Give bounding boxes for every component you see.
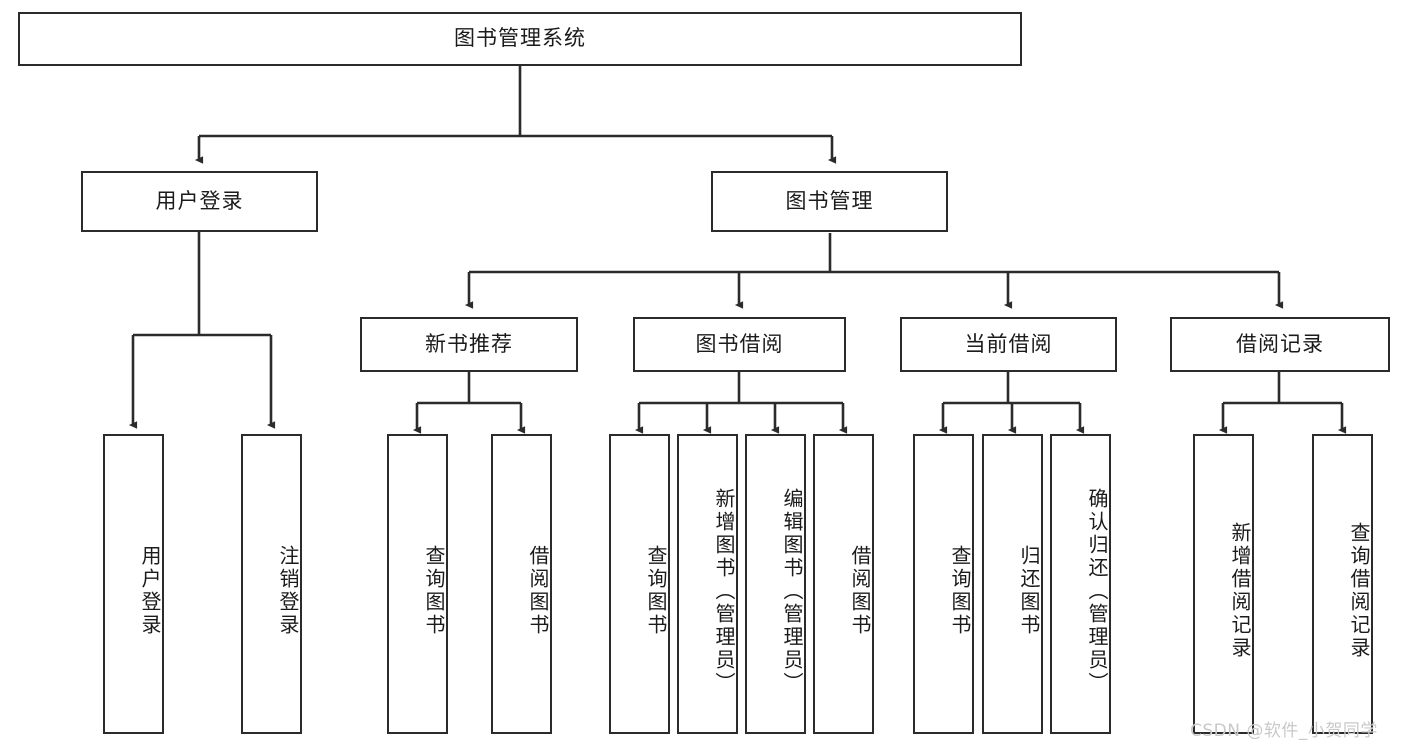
leaf-user-logout[interactable]: 注销登录 bbox=[241, 434, 302, 734]
node-current-borrow[interactable]: 当前借阅 bbox=[900, 317, 1117, 372]
csdn-watermark: CSDN @软件_小贺同学 bbox=[1190, 721, 1378, 741]
leaf-query-book-2[interactable]: 查询图书 bbox=[609, 434, 670, 734]
leaf-query-record[interactable]: 查询借阅记录 bbox=[1312, 434, 1373, 734]
node-borrow-record[interactable]: 借阅记录 bbox=[1170, 317, 1390, 372]
leaf-borrow-book-1[interactable]: 借阅图书 bbox=[491, 434, 552, 734]
node-new-book-recommend[interactable]: 新书推荐 bbox=[360, 317, 578, 372]
leaf-user-login[interactable]: 用户登录 bbox=[103, 434, 164, 734]
leaf-query-book-1[interactable]: 查询图书 bbox=[387, 434, 448, 734]
leaf-add-record[interactable]: 新增借阅记录 bbox=[1193, 434, 1254, 734]
leaf-confirm-return[interactable]: 确认归还（管理员） bbox=[1050, 434, 1111, 734]
node-root-system[interactable]: 图书管理系统 bbox=[18, 12, 1022, 66]
leaf-return-book[interactable]: 归还图书 bbox=[982, 434, 1043, 734]
node-book-management[interactable]: 图书管理 bbox=[711, 171, 948, 232]
leaf-add-book[interactable]: 新增图书（管理员） bbox=[677, 434, 738, 734]
leaf-borrow-book-2[interactable]: 借阅图书 bbox=[813, 434, 874, 734]
leaf-query-book-3[interactable]: 查询图书 bbox=[913, 434, 974, 734]
node-book-borrow[interactable]: 图书借阅 bbox=[633, 317, 846, 372]
node-user-login[interactable]: 用户登录 bbox=[81, 171, 318, 232]
leaf-edit-book[interactable]: 编辑图书（管理员） bbox=[745, 434, 806, 734]
